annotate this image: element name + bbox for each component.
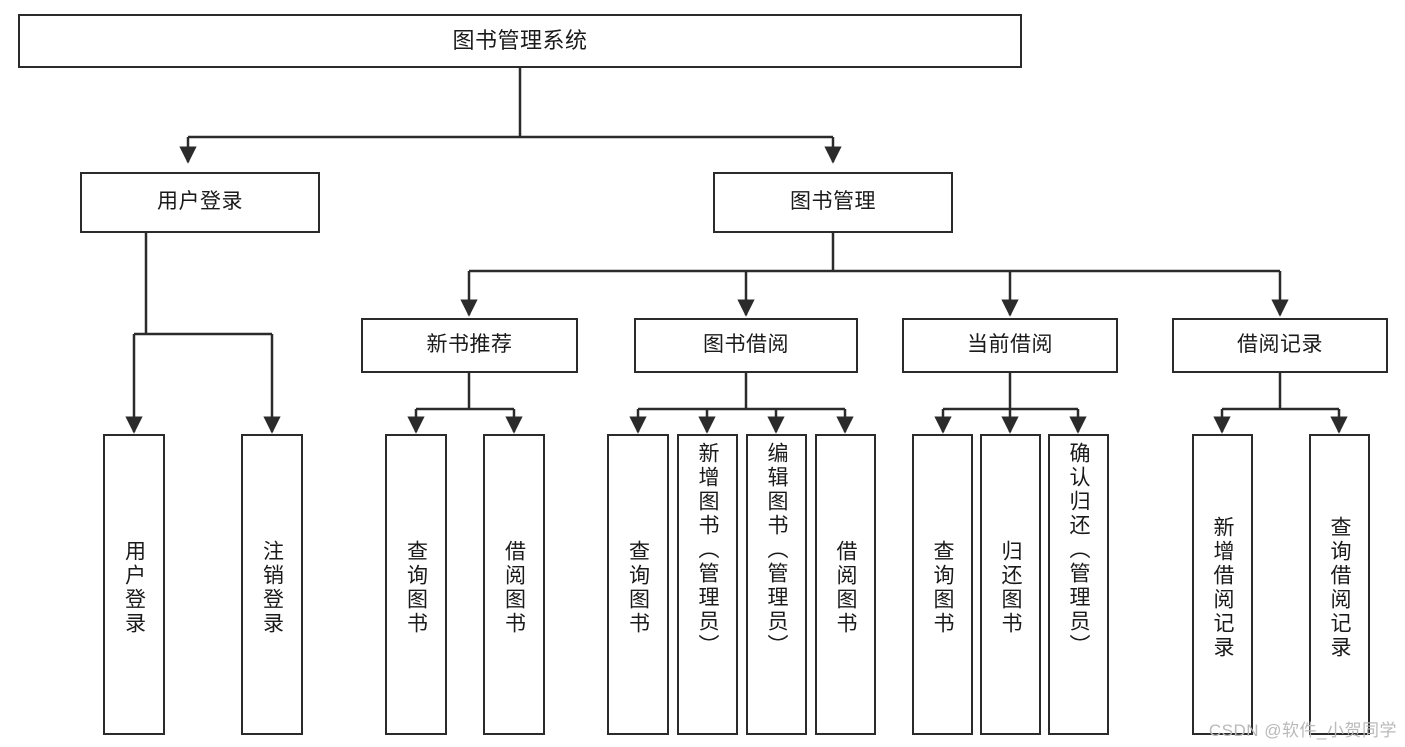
watermark: CSDN @软件_小贺同学 <box>1208 721 1397 740</box>
node-user-login-label: 用户登录 <box>157 190 243 214</box>
leaf-query-book-3-label: 查询图书 <box>931 539 954 636</box>
leaf-user-logout-label: 注销登录 <box>260 539 284 636</box>
leaf-user-logout[interactable]: 注销登录 <box>241 434 303 735</box>
node-current-borrow-label: 当前借阅 <box>967 333 1053 357</box>
leaf-edit-book[interactable]: 编辑图书（管理员） <box>746 434 807 735</box>
node-book-borrow-label: 图书借阅 <box>703 333 789 357</box>
leaf-user-login[interactable]: 用户登录 <box>103 434 165 735</box>
node-root-label: 图书管理系统 <box>452 28 588 54</box>
leaf-return-book[interactable]: 归还图书 <box>980 434 1041 735</box>
node-book-manage-label: 图书管理 <box>790 190 876 214</box>
leaf-borrow-book-1[interactable]: 借阅图书 <box>483 434 545 735</box>
leaf-query-book-1-label: 查询图书 <box>404 539 428 636</box>
leaf-user-login-label: 用户登录 <box>122 539 146 636</box>
node-borrow-record[interactable]: 借阅记录 <box>1172 318 1388 373</box>
leaf-return-book-label: 归还图书 <box>999 539 1022 636</box>
node-book-borrow[interactable]: 图书借阅 <box>634 318 858 373</box>
leaf-borrow-book-1-label: 借阅图书 <box>502 539 526 636</box>
node-new-book-recommend[interactable]: 新书推荐 <box>361 318 578 373</box>
leaf-edit-book-label: 编辑图书（管理员） <box>765 442 788 658</box>
leaf-query-book-2[interactable]: 查询图书 <box>607 434 669 735</box>
leaf-add-book-label: 新增图书（管理员） <box>696 442 719 658</box>
leaf-query-record-label: 查询借阅记录 <box>1328 515 1351 660</box>
leaf-confirm-return[interactable]: 确认归还（管理员） <box>1048 434 1109 735</box>
leaf-query-record[interactable]: 查询借阅记录 <box>1309 434 1370 735</box>
node-user-login[interactable]: 用户登录 <box>80 172 320 233</box>
leaf-borrow-book-2-label: 借阅图书 <box>834 539 857 636</box>
leaf-query-book-2-label: 查询图书 <box>626 539 650 636</box>
leaf-add-record-label: 新增借阅记录 <box>1211 515 1234 660</box>
node-current-borrow[interactable]: 当前借阅 <box>902 318 1118 373</box>
node-new-book-recommend-label: 新书推荐 <box>426 333 513 357</box>
leaf-add-record[interactable]: 新增借阅记录 <box>1192 434 1253 735</box>
leaf-query-book-3[interactable]: 查询图书 <box>912 434 973 735</box>
leaf-add-book[interactable]: 新增图书（管理员） <box>677 434 738 735</box>
node-root[interactable]: 图书管理系统 <box>18 14 1022 68</box>
node-book-manage[interactable]: 图书管理 <box>713 172 953 233</box>
leaf-confirm-return-label: 确认归还（管理员） <box>1067 442 1090 658</box>
leaf-borrow-book-2[interactable]: 借阅图书 <box>815 434 876 735</box>
node-borrow-record-label: 借阅记录 <box>1237 333 1323 357</box>
leaf-query-book-1[interactable]: 查询图书 <box>385 434 447 735</box>
